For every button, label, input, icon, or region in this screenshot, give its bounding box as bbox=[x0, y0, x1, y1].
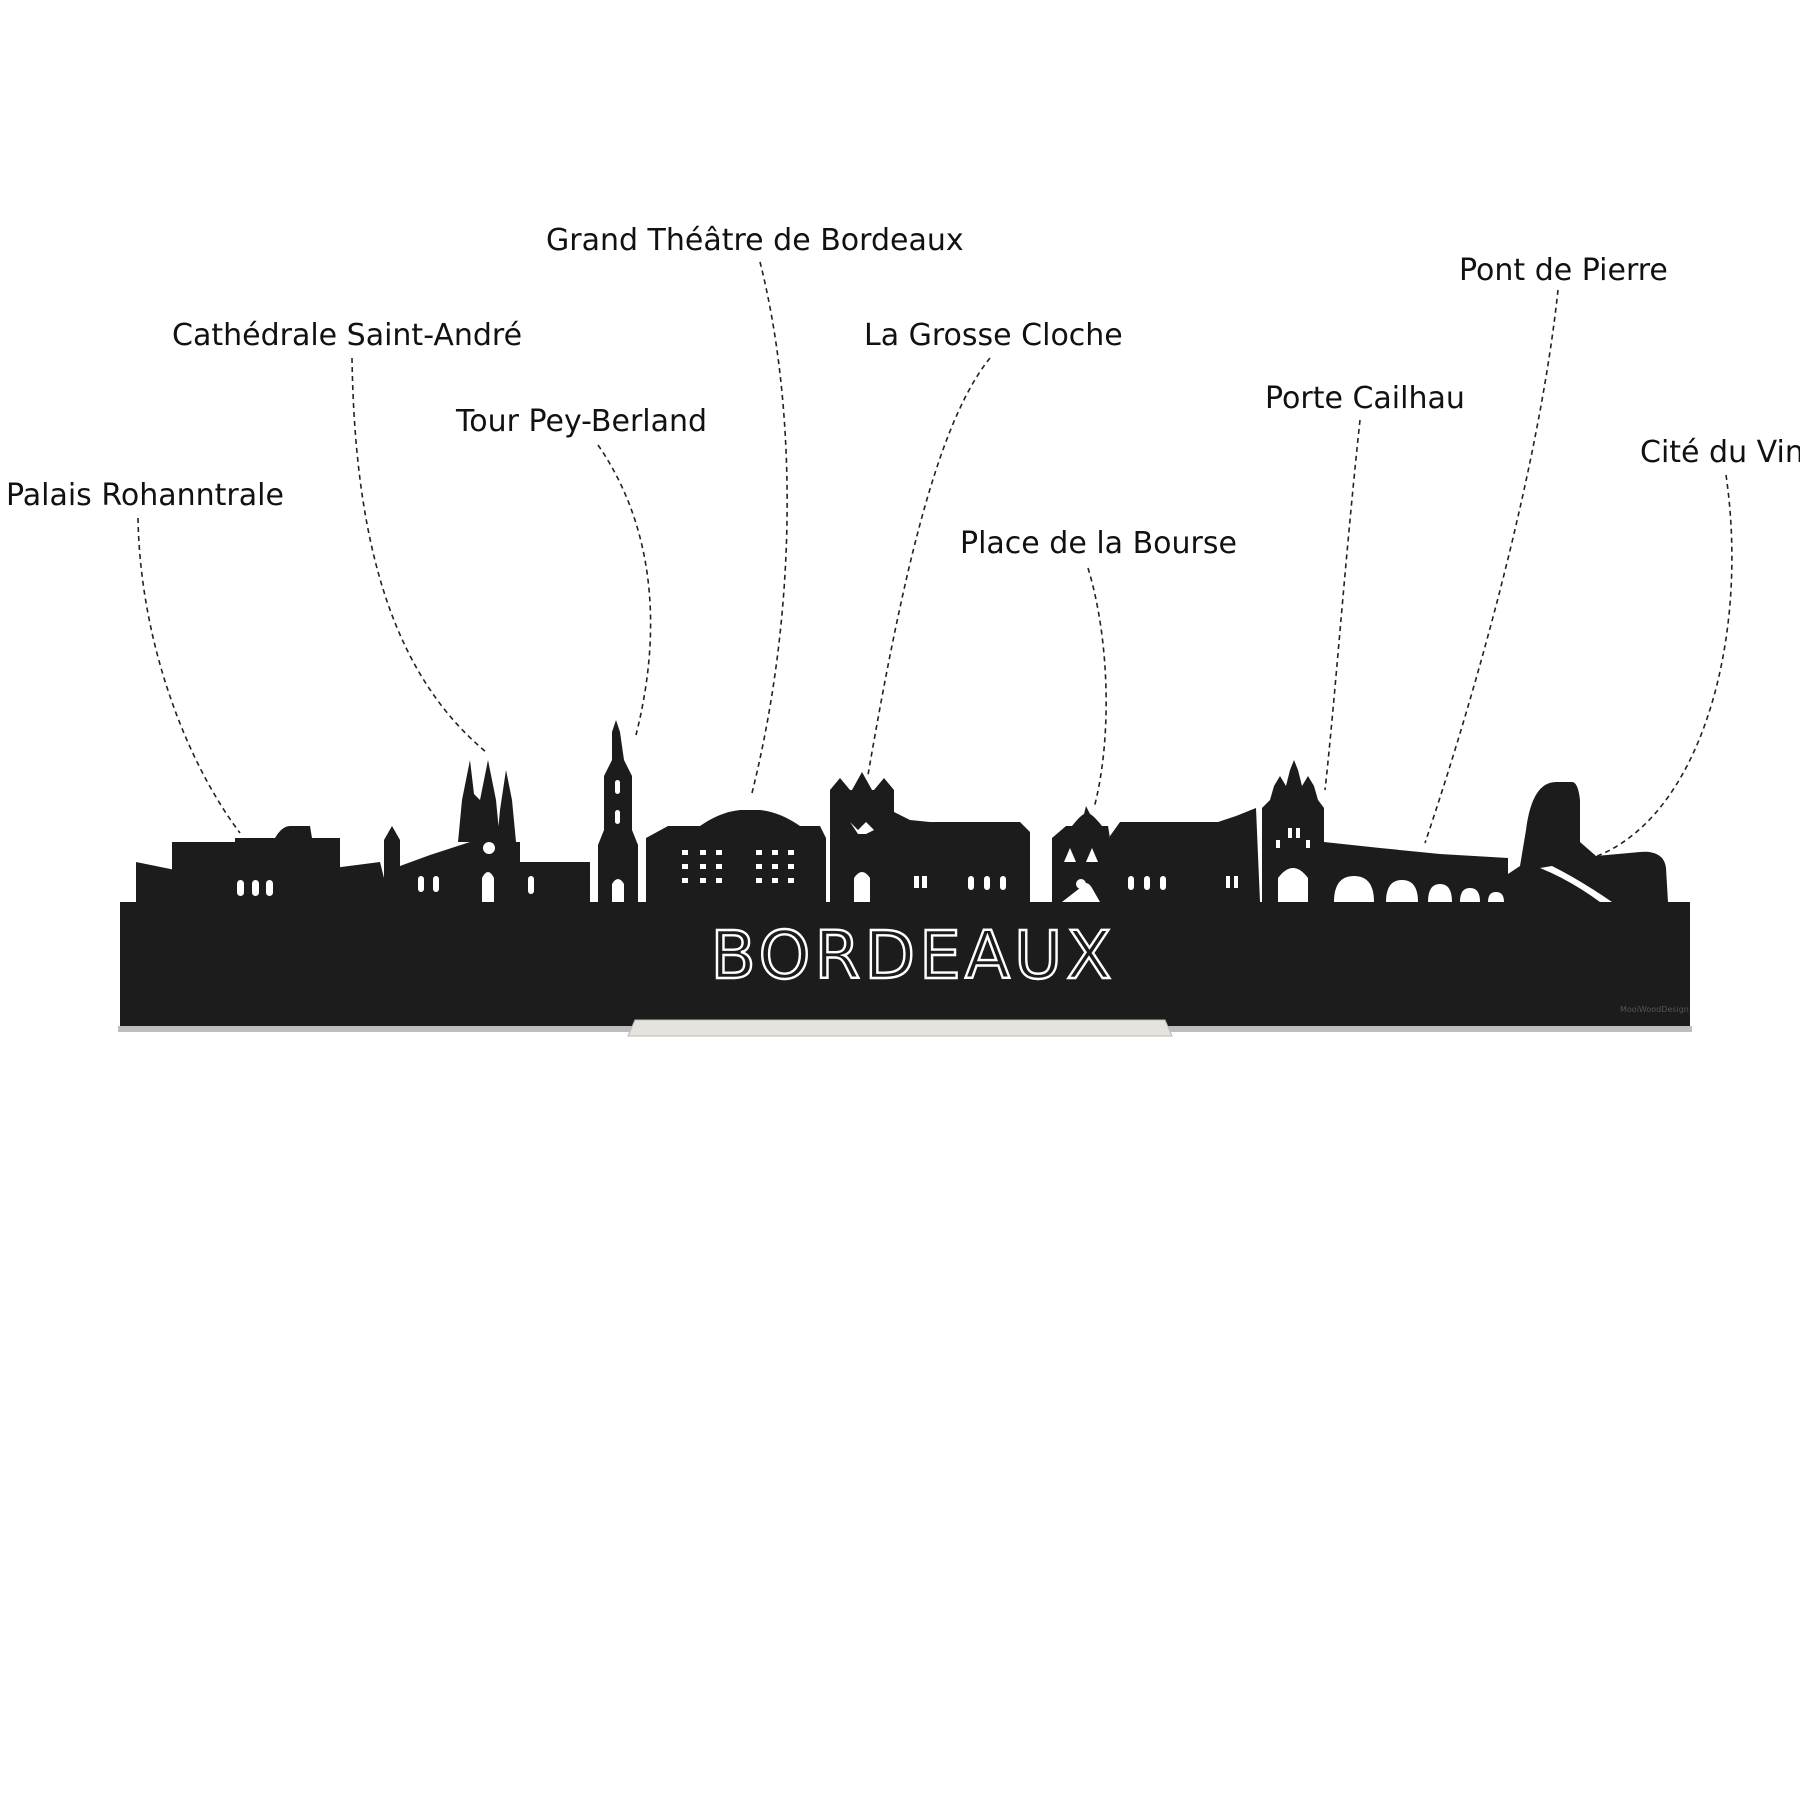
building-grand-theatre bbox=[646, 810, 826, 902]
label-place-de-la-bourse: Place de la Bourse bbox=[960, 526, 1237, 561]
maker-mark: MooiWoodDesign bbox=[1620, 1005, 1689, 1014]
building-cathedrale bbox=[384, 760, 590, 902]
building-palais-rohan bbox=[136, 826, 390, 902]
building-cite-du-vin bbox=[1508, 782, 1668, 902]
label-cite-du-vin: Cité du Vin bbox=[1640, 435, 1800, 470]
leader-palais-rohan bbox=[137, 517, 241, 834]
building-pont-de-pierre bbox=[1324, 842, 1508, 902]
leader-grosse-cloche bbox=[867, 357, 991, 776]
label-tour-pey-berland: Tour Pey-Berland bbox=[455, 404, 707, 439]
label-palais-rohan: Palais Rohanntrale bbox=[6, 478, 284, 513]
leader-place-de-la-bourse bbox=[1087, 567, 1107, 809]
leader-cite-du-vin bbox=[1591, 474, 1733, 859]
building-grosse-cloche bbox=[830, 772, 1030, 902]
building-tour-pey-berland bbox=[598, 720, 638, 902]
leader-grand-theatre bbox=[751, 261, 788, 794]
leader-tour-pey-berland bbox=[597, 444, 652, 736]
label-porte-cailhau: Porte Cailhau bbox=[1265, 381, 1465, 416]
label-pont-de-pierre: Pont de Pierre bbox=[1459, 253, 1668, 288]
plaque-stand bbox=[627, 1019, 1173, 1037]
plaque-base bbox=[120, 902, 1690, 1027]
leader-lines bbox=[137, 261, 1733, 859]
label-grand-theatre: Grand Théâtre de Bordeaux bbox=[546, 223, 964, 258]
landmark-labels: Palais Rohanntrale Cathédrale Saint-Andr… bbox=[6, 223, 1800, 561]
leader-porte-cailhau bbox=[1324, 419, 1361, 791]
building-quai-row bbox=[1110, 808, 1260, 902]
leader-pont-de-pierre bbox=[1424, 289, 1559, 844]
skyline-silhouette: BORDEAUX MooiWoodDesign bbox=[118, 720, 1692, 1037]
building-place-de-la-bourse bbox=[1052, 806, 1110, 902]
building-porte-cailhau bbox=[1262, 760, 1324, 902]
city-name: BORDEAUX bbox=[710, 917, 1115, 994]
label-grosse-cloche: La Grosse Cloche bbox=[864, 318, 1123, 353]
label-cathedrale-saint-andre: Cathédrale Saint-André bbox=[172, 318, 522, 353]
